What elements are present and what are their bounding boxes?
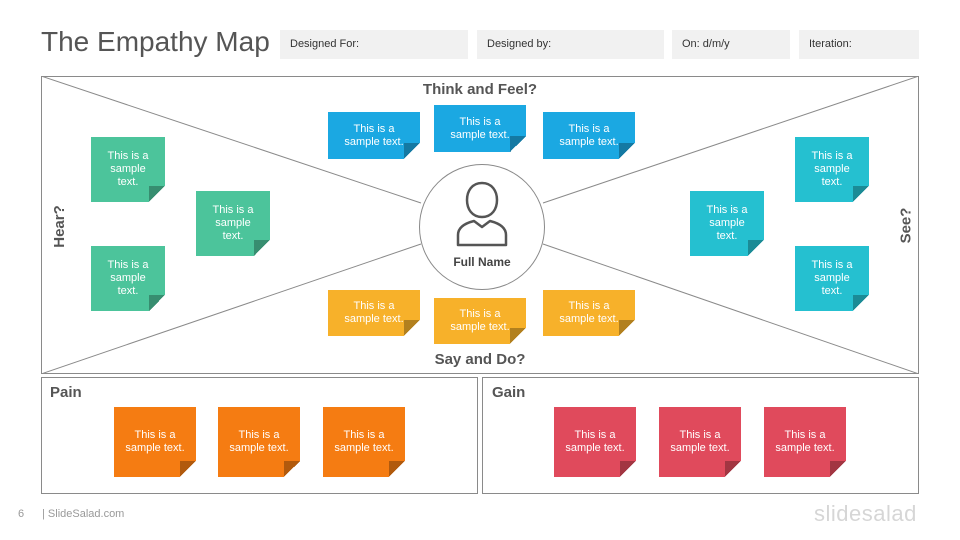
gain-section bbox=[482, 377, 919, 494]
think-note[interactable]: This is a sample text. bbox=[434, 105, 526, 152]
say-note[interactable]: This is a sample text. bbox=[328, 290, 420, 336]
diagonal-top-right bbox=[542, 76, 919, 204]
say-note[interactable]: This is a sample text. bbox=[434, 298, 526, 344]
diagonal-bottom-right bbox=[542, 243, 919, 374]
pain-note[interactable]: This is a sample text. bbox=[218, 407, 300, 477]
date-field[interactable]: On: d/m/y bbox=[672, 30, 790, 59]
footer-site: | SlideSalad.com bbox=[42, 508, 125, 520]
think-note[interactable]: This is a sample text. bbox=[328, 112, 420, 159]
designed-for-field[interactable]: Designed For: bbox=[280, 30, 468, 59]
think-feel-heading: Think and Feel? bbox=[422, 81, 538, 98]
see-note[interactable]: This is a sample text. bbox=[795, 137, 869, 202]
page-title: The Empathy Map bbox=[41, 26, 270, 57]
pain-note[interactable]: This is a sample text. bbox=[323, 407, 405, 477]
gain-note[interactable]: This is a sample text. bbox=[764, 407, 846, 477]
see-note[interactable]: This is a sample text. bbox=[795, 246, 869, 311]
hear-note[interactable]: This is a sample text. bbox=[91, 246, 165, 311]
diagonal-lines bbox=[41, 76, 919, 374]
person-icon bbox=[456, 181, 508, 247]
see-heading: See? bbox=[897, 207, 915, 244]
gain-note[interactable]: This is a sample text. bbox=[659, 407, 741, 477]
pain-heading: Pain bbox=[50, 384, 82, 401]
hear-heading: Hear? bbox=[50, 205, 68, 248]
gain-note[interactable]: This is a sample text. bbox=[554, 407, 636, 477]
pain-note[interactable]: This is a sample text. bbox=[114, 407, 196, 477]
page-number: 6 bbox=[18, 508, 25, 520]
say-do-heading: Say and Do? bbox=[434, 351, 526, 368]
say-note[interactable]: This is a sample text. bbox=[543, 290, 635, 336]
see-note[interactable]: This is a sample text. bbox=[690, 191, 764, 256]
persona-circle: Full Name bbox=[419, 164, 545, 290]
persona-name: Full Name bbox=[453, 255, 511, 269]
diagonal-bottom-left bbox=[41, 243, 422, 374]
hear-note[interactable]: This is a sample text. bbox=[196, 191, 270, 256]
diagonal-top-left bbox=[41, 76, 422, 204]
pain-section bbox=[41, 377, 478, 494]
hear-note[interactable]: This is a sample text. bbox=[91, 137, 165, 202]
gain-heading: Gain bbox=[492, 384, 526, 401]
empathy-map-frame bbox=[41, 76, 919, 374]
designed-by-field[interactable]: Designed by: bbox=[477, 30, 664, 59]
think-note[interactable]: This is a sample text. bbox=[543, 112, 635, 159]
iteration-field[interactable]: Iteration: bbox=[799, 30, 919, 59]
brand-logo: slidesalad bbox=[814, 501, 917, 526]
